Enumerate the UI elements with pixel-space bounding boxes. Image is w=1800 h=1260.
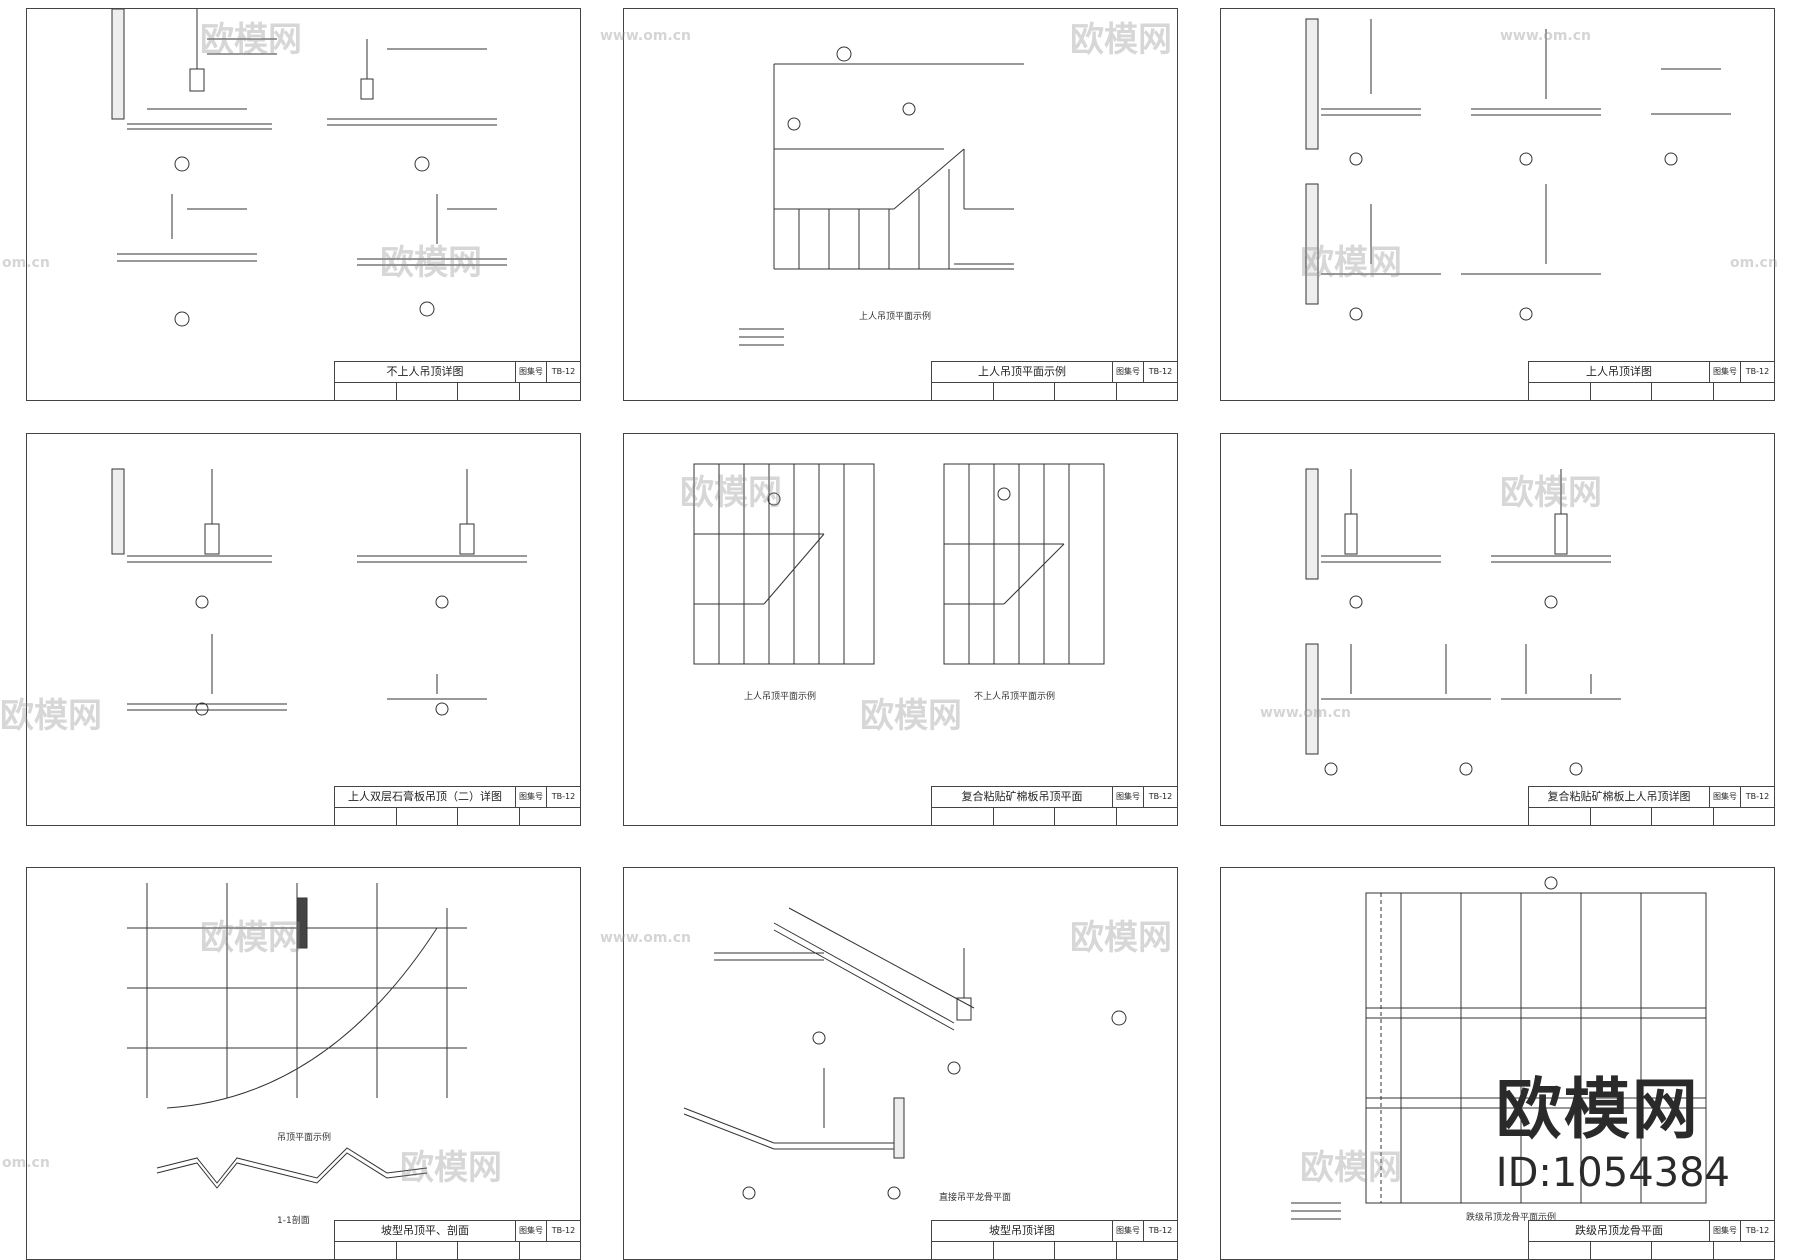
sheet-title: 上人吊顶详图 [1529,362,1710,383]
sheet-title: 跌级吊顶龙骨平面 [1529,1221,1710,1242]
code-label: 图集号 [516,362,547,383]
sheet-code: TB-12 [1144,1221,1177,1242]
sheet-code: TB-12 [1144,362,1177,383]
sheet-title: 上人吊顶平面示例 [932,362,1113,383]
plan-caption: 吊顶平面示例 [277,1133,332,1143]
detail-drawing [111,9,507,327]
sheet-title: 上人双层石膏板吊顶（二）详图 [335,787,516,808]
drawing-sheet-1: 不上人吊顶详图 图集号 TB-12 [26,8,581,401]
code-label: 图集号 [1113,787,1144,808]
detail-drawing [1305,468,1621,776]
section-caption: 1-1剖面 [277,1216,310,1226]
plan-caption: 上人吊顶平面示例 [859,312,932,322]
signature-row [932,808,1177,825]
sheet-code: TB-12 [547,362,580,383]
signature-row [335,808,580,825]
sheet-code: TB-12 [547,787,580,808]
signature-row [335,383,580,400]
drawing-sheet-5: 上人吊顶平面示例 不上人吊顶平面示例 复合粘贴矿棉板吊顶平面 图集号 TB-12 [623,433,1178,826]
detail-drawing [1305,18,1731,321]
signature-row [1529,1242,1774,1259]
title-block: 跌级吊顶龙骨平面 图集号 TB-12 [1528,1220,1774,1259]
signature-row [932,1242,1177,1259]
detail-drawing [111,468,527,716]
sheet-code: TB-12 [1144,787,1177,808]
plan-section-drawing [127,883,467,1189]
drawing-sheet-9: 跌级吊顶龙骨平面示例 跌级吊顶龙骨平面 图集号 TB-12 [1220,867,1775,1260]
code-label: 图集号 [1710,362,1741,383]
title-block: 坡型吊顶平、剖面 图集号 TB-12 [334,1220,580,1259]
drawing-sheet-8: 直接吊平龙骨平面 坡型吊顶详图 图集号 TB-12 [623,867,1178,1260]
drawing-sheet-6: 复合粘贴矿棉板上人吊顶详图 图集号 TB-12 [1220,433,1775,826]
detail-drawing [683,907,1127,1200]
sheet-title: 复合粘贴矿棉板吊顶平面 [932,787,1113,808]
drawing-sheet-4: 上人双层石膏板吊顶（二）详图 图集号 TB-12 [26,433,581,826]
watermark-id: ID:1054384 [1495,1150,1730,1196]
sheet-title: 坡型吊顶平、剖面 [335,1221,516,1242]
title-block: 上人吊顶平面示例 图集号 TB-12 [931,361,1177,400]
sheet-title: 坡型吊顶详图 [932,1221,1113,1242]
watermark-logo: 欧模网 ID:1054384 [1495,1071,1730,1196]
title-block: 上人吊顶详图 图集号 TB-12 [1528,361,1774,400]
signature-row [1529,383,1774,400]
signature-row [1529,808,1774,825]
plan-caption-right: 不上人吊顶平面示例 [974,692,1056,702]
title-block: 坡型吊顶详图 图集号 TB-12 [931,1220,1177,1259]
sheet-code: TB-12 [547,1221,580,1242]
plan-drawing [693,463,1105,665]
plan-caption-left: 上人吊顶平面示例 [744,692,817,702]
sheet-title: 不上人吊顶详图 [335,362,516,383]
code-label: 图集号 [1710,787,1741,808]
sheet-title: 复合粘贴矿棉板上人吊顶详图 [1529,787,1710,808]
code-label: 图集号 [1710,1221,1741,1242]
watermark-logo-text: 欧模网 [1495,1071,1700,1148]
sheet-code: TB-12 [1741,787,1774,808]
title-block: 不上人吊顶详图 图集号 TB-12 [334,361,580,400]
title-block: 上人双层石膏板吊顶（二）详图 图集号 TB-12 [334,786,580,825]
plan-caption: 跌级吊顶龙骨平面示例 [1466,1213,1557,1223]
code-label: 图集号 [516,787,547,808]
signature-row [335,1242,580,1259]
drawing-sheet-3: 上人吊顶详图 图集号 TB-12 [1220,8,1775,401]
plan-caption: 直接吊平龙骨平面 [939,1193,1012,1203]
title-block: 复合粘贴矿棉板上人吊顶详图 图集号 TB-12 [1528,786,1774,825]
drawing-sheet-7: 吊顶平面示例 1-1剖面 坡型吊顶平、剖面 图集号 TB-12 [26,867,581,1260]
plan-drawing [739,46,1024,346]
drawing-sheet-2: 上人吊顶平面示例 上人吊顶平面示例 图集号 TB-12 [623,8,1178,401]
plan-drawing [1291,876,1707,1220]
title-block: 复合粘贴矿棉板吊顶平面 图集号 TB-12 [931,786,1177,825]
code-label: 图集号 [1113,1221,1144,1242]
sheet-code: TB-12 [1741,1221,1774,1242]
signature-row [932,383,1177,400]
sheet-code: TB-12 [1741,362,1774,383]
code-label: 图集号 [1113,362,1144,383]
code-label: 图集号 [516,1221,547,1242]
